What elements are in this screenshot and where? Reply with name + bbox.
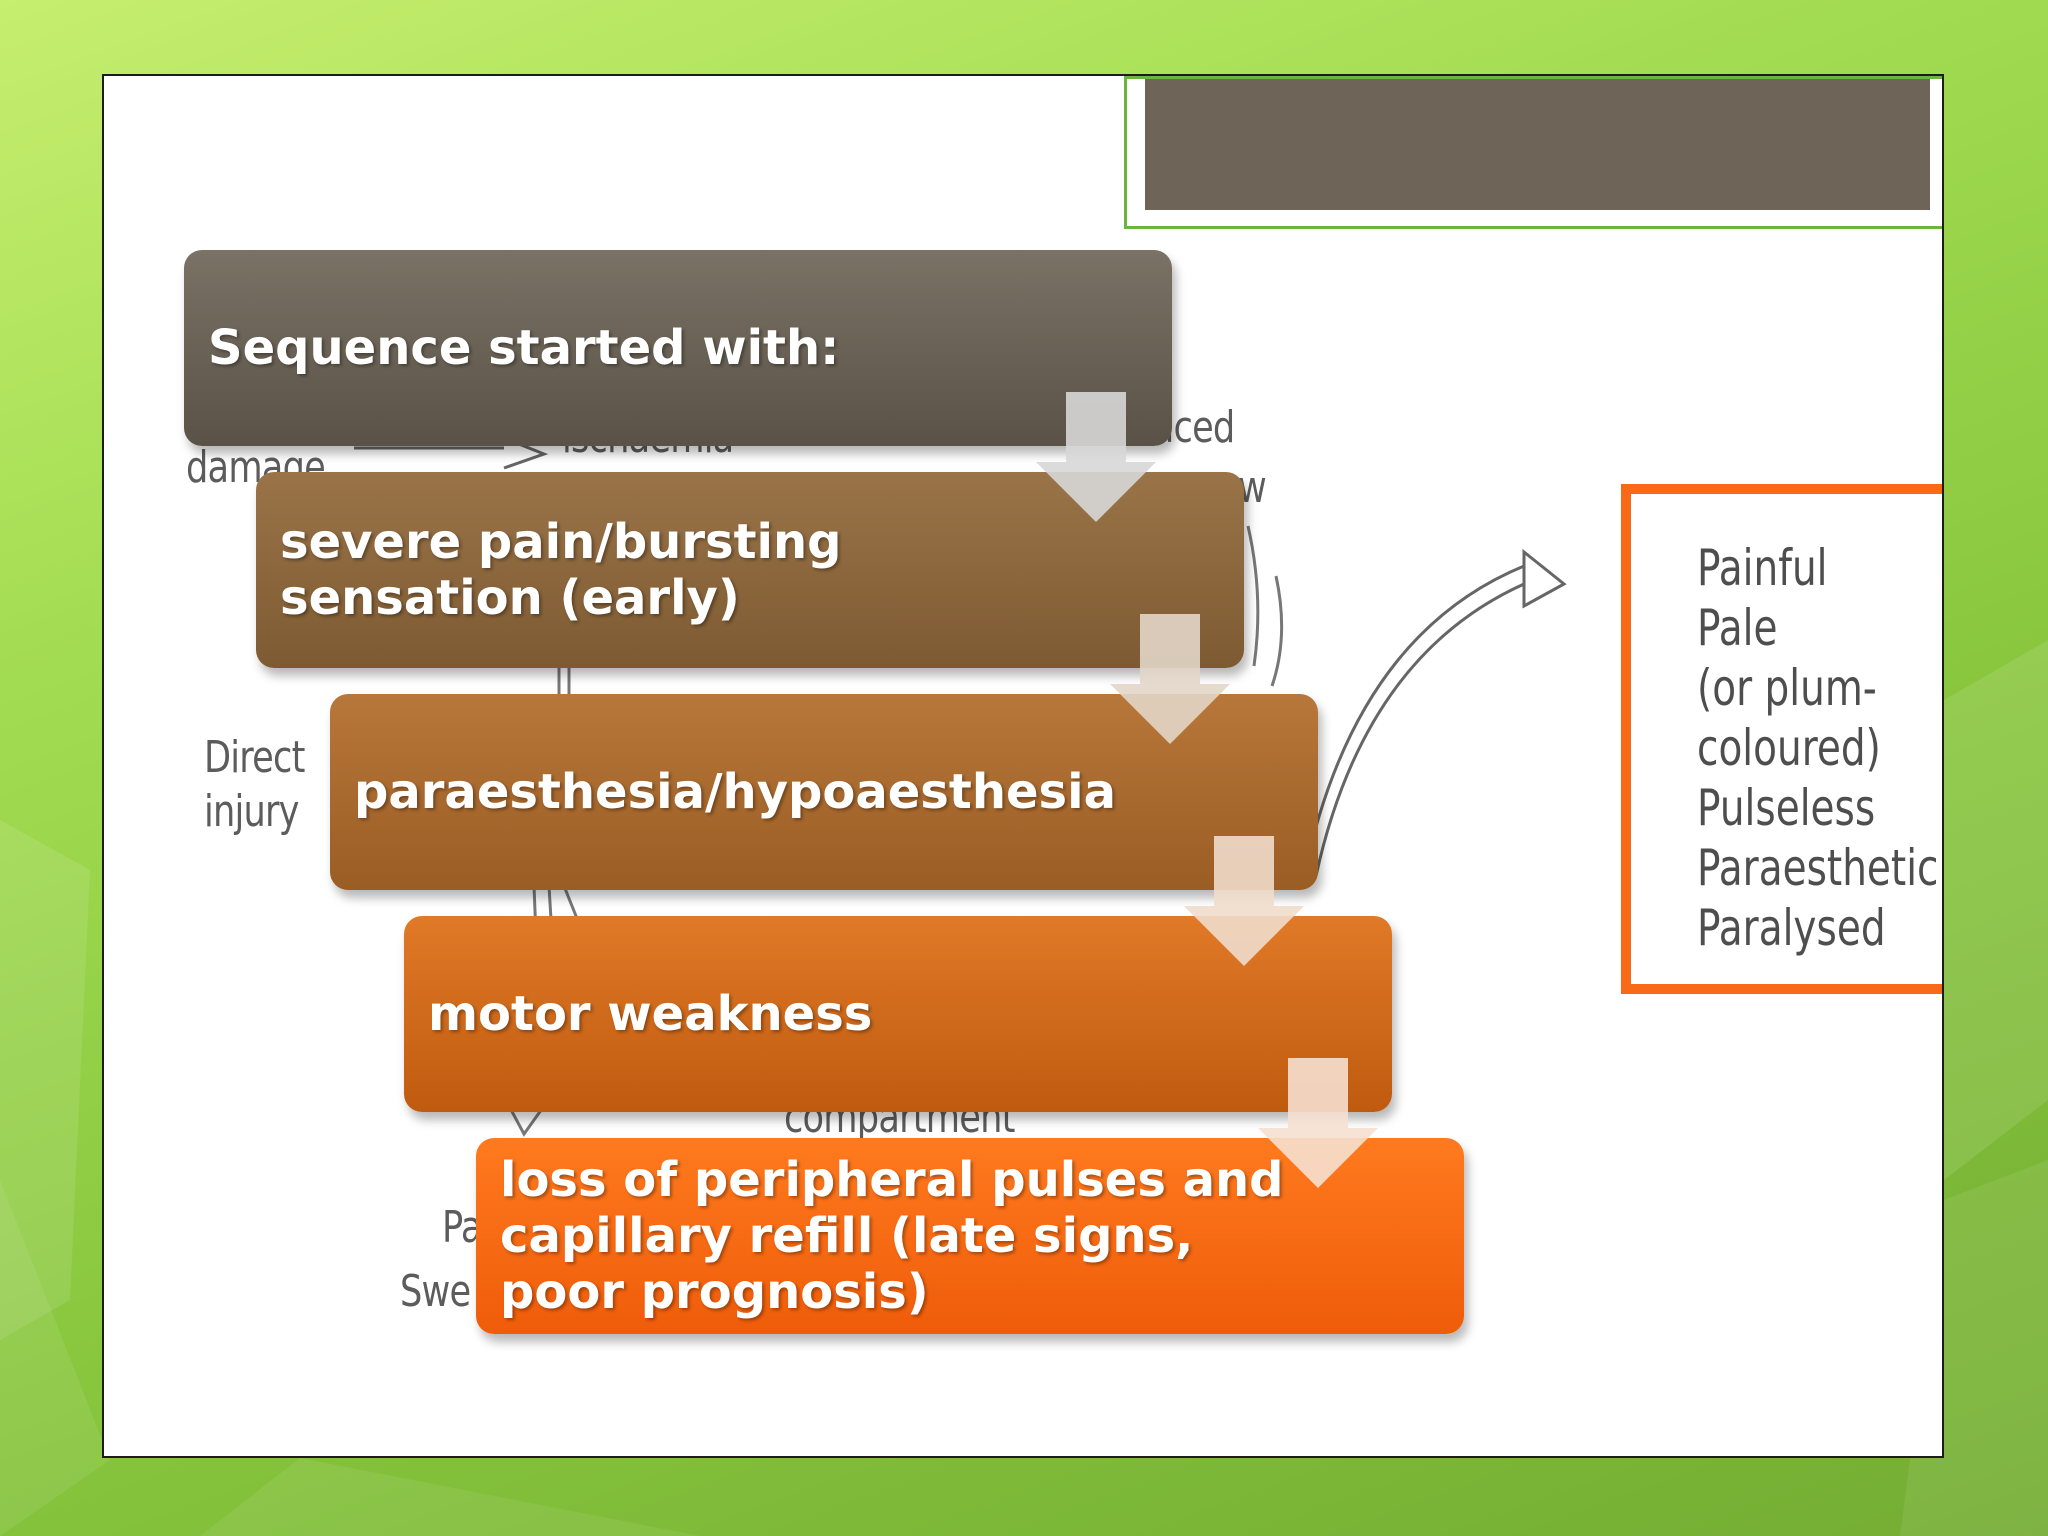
step-label: motor weakness — [428, 986, 873, 1042]
sign-item: (or plum- — [1697, 659, 1877, 717]
sign-item: Painful — [1697, 539, 1828, 597]
five-p-signs-box: Painful Pale (or plum- coloured) Pulsele… — [1621, 484, 1942, 994]
step-label: loss of peripheral pulses and capillary … — [500, 1152, 1284, 1320]
fragment-injury: injury — [204, 786, 299, 837]
five-p-signs-list: Painful Pale (or plum- coloured) Pulsele… — [1697, 538, 1938, 958]
down-arrow-icon — [1110, 614, 1230, 744]
fragment-pa: Pa — [442, 1202, 482, 1253]
down-arrow-icon — [1036, 392, 1156, 522]
fragment-direct: Direct — [204, 732, 305, 783]
sign-item: Pale — [1697, 599, 1778, 657]
step-loss-of-pulses: loss of peripheral pulses and capillary … — [476, 1138, 1464, 1334]
sign-item: Pulseless — [1697, 779, 1876, 837]
sign-item: coloured) — [1697, 719, 1881, 777]
step-label: severe pain/bursting sensation (early) — [280, 514, 842, 626]
step-label: paraesthesia/hypoaesthesia — [354, 764, 1116, 820]
slide-canvas: damage ischaemia uced w Direct injury co… — [102, 74, 1944, 1458]
fragment-swe: Swe — [400, 1266, 471, 1317]
sign-item: Paraesthetic — [1697, 839, 1939, 897]
down-arrow-icon — [1258, 1058, 1378, 1188]
step-sequence-start: Sequence started with: — [184, 250, 1172, 446]
step-label: Sequence started with: — [208, 320, 840, 376]
sign-item: Paralysed — [1697, 899, 1886, 957]
title-placeholder — [1124, 76, 1942, 229]
down-arrow-icon — [1184, 836, 1304, 966]
title-bar — [1145, 79, 1930, 210]
